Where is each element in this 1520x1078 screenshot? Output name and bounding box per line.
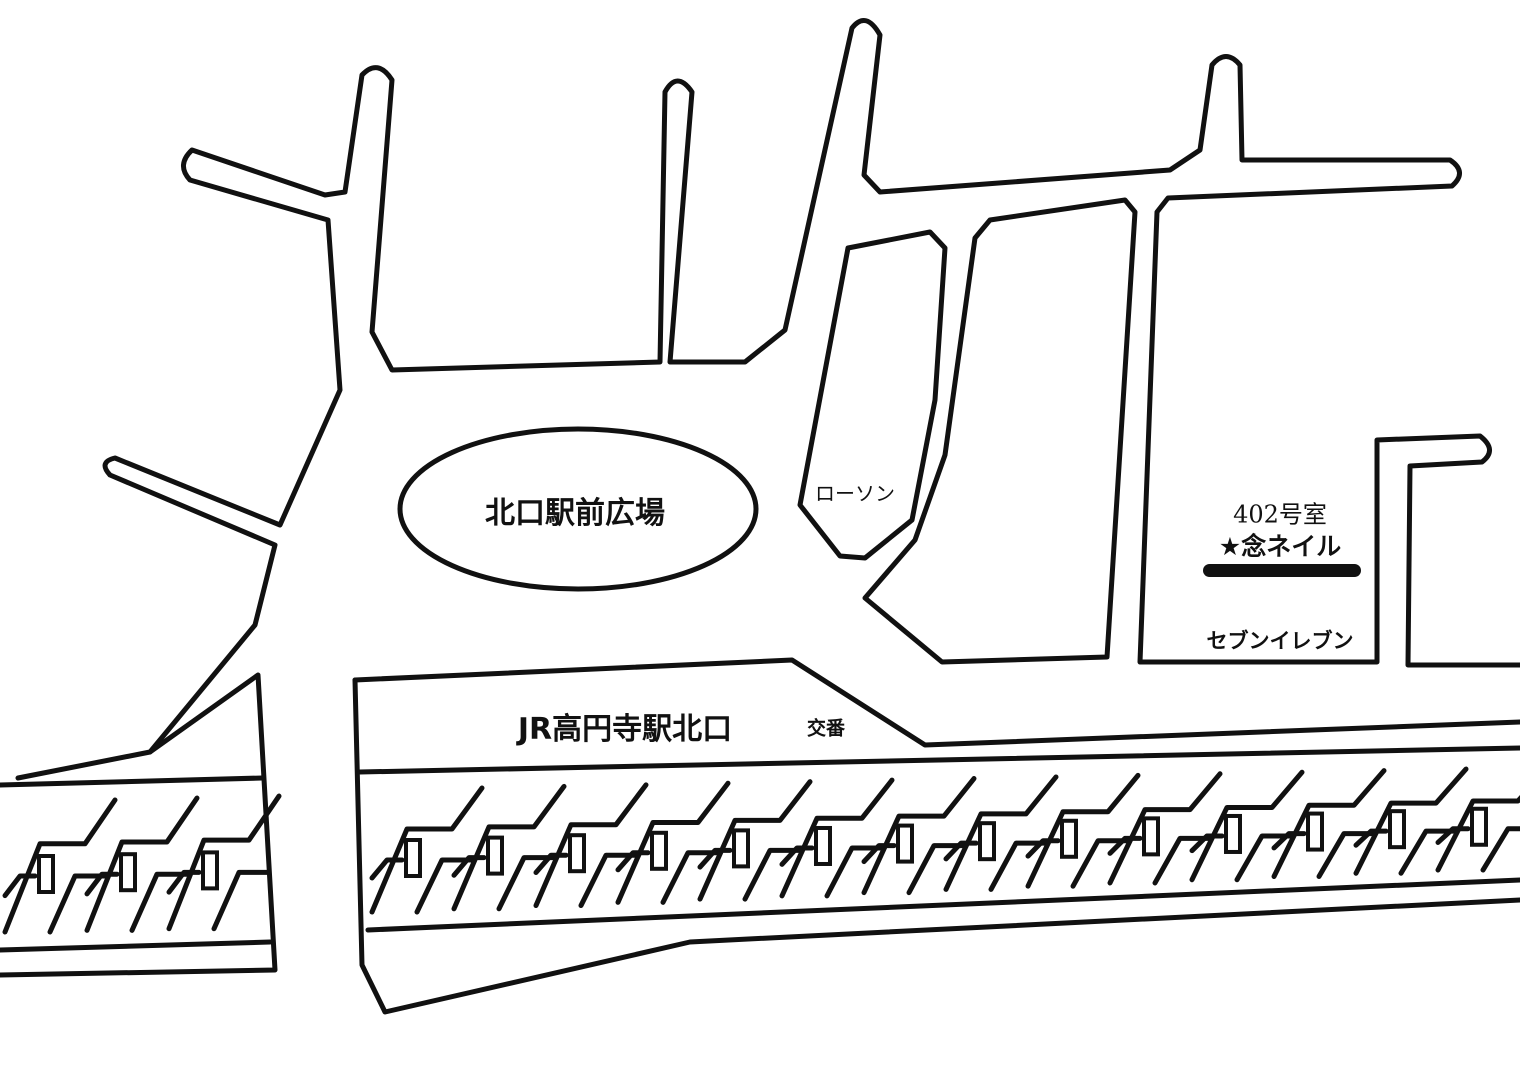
track-link [1435, 794, 1520, 873]
track-tie [119, 852, 137, 893]
shop-underline [1203, 564, 1361, 577]
police-box-label: 交番 [806, 717, 846, 740]
rail-top-west [0, 775, 265, 788]
track-link [943, 774, 1059, 892]
track-link [779, 777, 895, 899]
block-lawson [797, 229, 948, 561]
track-link [84, 795, 200, 933]
station-building-outline [352, 657, 1520, 748]
rail-bottom-east [365, 877, 1520, 933]
plaza-label: 北口駅前広場 [485, 496, 665, 531]
railway-track-pattern [2, 766, 1520, 935]
track-link [1189, 769, 1305, 883]
rail-bottom-west [0, 939, 273, 953]
track-link [533, 782, 649, 909]
track-link [861, 776, 977, 896]
track-link [697, 779, 813, 902]
track-link [2, 797, 118, 935]
track-tie [1470, 806, 1488, 847]
track-link [615, 780, 731, 905]
track-tie [568, 833, 586, 874]
track-tie [896, 823, 914, 864]
track-link [166, 793, 282, 932]
rail-band-east-outline [352, 677, 1520, 1015]
station-label: JR高円寺駅北口 [517, 712, 733, 747]
shop-label: ★念ネイル [1218, 532, 1342, 561]
track-tie [1224, 813, 1242, 854]
north-road-network-outline [15, 18, 1520, 781]
track-tie [1388, 809, 1406, 850]
track-tie [814, 825, 832, 866]
track-tie [404, 838, 422, 878]
track-tie [1306, 811, 1324, 852]
track-tie [650, 830, 668, 871]
track-tie [1142, 816, 1160, 857]
block-east [862, 197, 1138, 665]
track-link [1353, 766, 1469, 876]
plaza-ellipse [397, 426, 759, 592]
track-link [369, 785, 485, 915]
track-tie [732, 828, 750, 869]
track-link [1025, 772, 1141, 889]
lawson-label: ローソン [815, 481, 895, 506]
track-tie [486, 835, 504, 876]
track-tie [201, 850, 219, 891]
track-link [451, 783, 567, 912]
track-tie [1060, 818, 1078, 859]
seven-eleven-label: セブンイレブン [1206, 629, 1354, 653]
track-link [1107, 771, 1223, 886]
track-tie [37, 854, 55, 894]
room-label: 402号室 [1233, 500, 1327, 529]
track-tie [978, 821, 996, 862]
rail-band-west-outline [0, 672, 278, 978]
rail-top-east [357, 745, 1520, 775]
track-link [1271, 768, 1387, 879]
